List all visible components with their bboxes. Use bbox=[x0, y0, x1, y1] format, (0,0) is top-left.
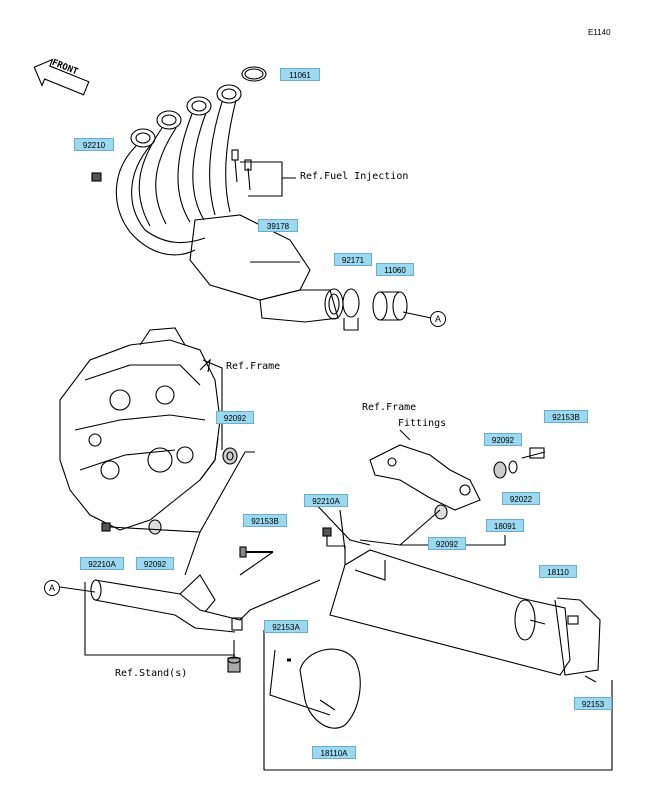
ref-fuel-injection[interactable]: Ref.Fuel Injection bbox=[300, 171, 409, 182]
part-label-92092-right[interactable]: 92092 bbox=[484, 433, 522, 446]
part-label-92092-left[interactable]: 92092 bbox=[216, 411, 254, 424]
ref-frame-fittings-line1[interactable]: Ref.Frame bbox=[362, 402, 417, 413]
part-label-92022[interactable]: 92022 bbox=[502, 492, 540, 505]
part-label-18110[interactable]: 18110 bbox=[539, 565, 577, 578]
part-label-92153B-right[interactable]: 92153B bbox=[544, 410, 588, 423]
callout-a-bottom[interactable]: A bbox=[44, 580, 60, 596]
part-label-92153A[interactable]: 92153A bbox=[264, 620, 308, 633]
connecting-pipe bbox=[90, 574, 321, 633]
muffler bbox=[329, 549, 601, 683]
nut-92210 bbox=[91, 172, 102, 182]
part-label-92171[interactable]: 92171 bbox=[334, 253, 372, 266]
diagram-code: E1140 bbox=[588, 28, 611, 37]
clamp-92171 bbox=[342, 288, 360, 331]
part-label-92210[interactable]: 92210 bbox=[74, 138, 114, 151]
frame-fittings bbox=[369, 429, 481, 511]
part-label-92153B-mid[interactable]: 92153B bbox=[243, 514, 287, 527]
frame bbox=[59, 327, 221, 531]
gasket-tube-11060 bbox=[372, 291, 408, 321]
part-label-18091[interactable]: 18091 bbox=[486, 519, 524, 532]
part-label-11061[interactable]: 11061 bbox=[280, 68, 320, 81]
ref-frame[interactable]: Ref.Frame bbox=[226, 361, 281, 372]
part-label-92153[interactable]: 92153 bbox=[574, 697, 612, 710]
part-label-18110A[interactable]: 18110A bbox=[312, 746, 356, 759]
gasket-ring bbox=[241, 66, 267, 82]
part-label-92210A-left[interactable]: 92210A bbox=[80, 557, 124, 570]
front-arrow-icon bbox=[33, 58, 90, 96]
part-label-39178[interactable]: 39178 bbox=[258, 219, 298, 232]
part-label-11060[interactable]: 11060 bbox=[376, 263, 414, 276]
ref-stand[interactable]: Ref.Stand(s) bbox=[115, 668, 188, 679]
part-label-92092-mid[interactable]: 92092 bbox=[428, 537, 466, 550]
part-label-92210A-mid[interactable]: 92210A bbox=[304, 494, 348, 507]
exhaust-header bbox=[115, 84, 344, 323]
callout-a-top[interactable]: A bbox=[430, 311, 446, 327]
heat-guard-18110A bbox=[299, 648, 361, 729]
grommet-92092-left bbox=[222, 447, 238, 465]
part-label-92092-bottom[interactable]: 92092 bbox=[136, 557, 174, 570]
ref-frame-fittings-line2[interactable]: Fittings bbox=[398, 418, 447, 429]
